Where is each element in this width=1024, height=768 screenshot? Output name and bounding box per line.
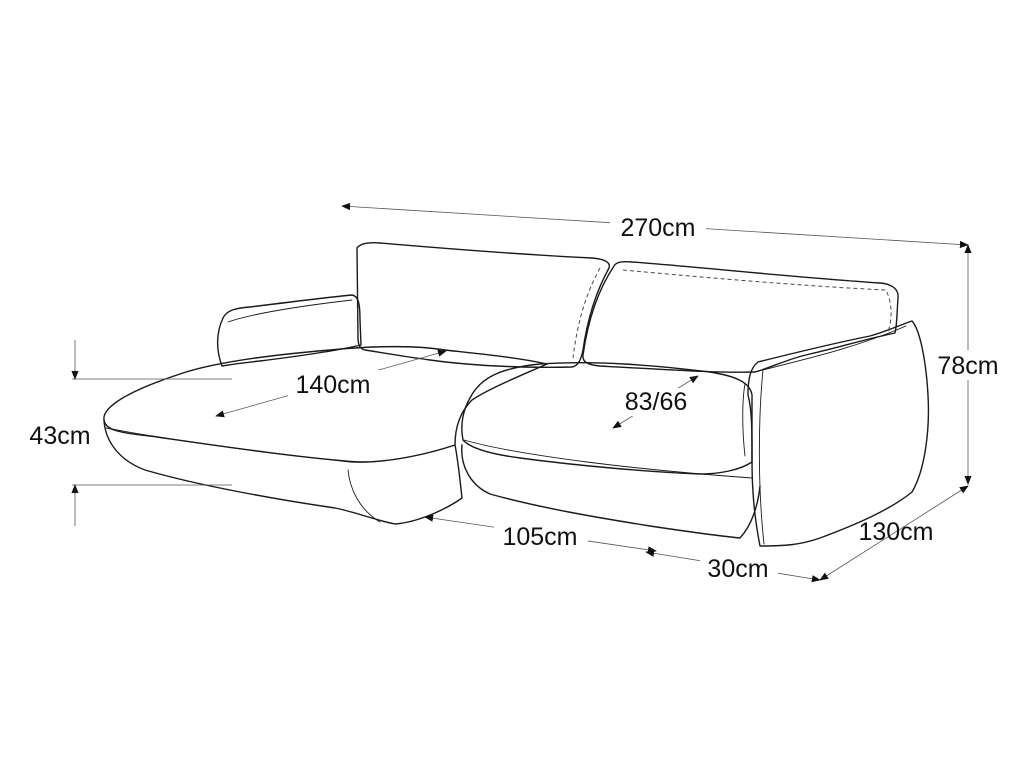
chaise-backrest-piping — [227, 299, 353, 323]
back-cushion-right — [582, 260, 899, 373]
sofa-outline — [103, 242, 930, 547]
label-chaise-width: 105cm — [502, 523, 577, 551]
label-seat-depth: 83/66 — [625, 388, 688, 416]
label-seat-height: 43cm — [29, 422, 90, 450]
main-seat-piping — [463, 439, 753, 479]
back-cushion-left-seam — [572, 267, 601, 359]
label-overall-width: 270cm — [620, 214, 695, 242]
back-cushion-right-seam — [622, 269, 892, 333]
label-chaise-length: 140cm — [295, 371, 370, 399]
chaise-backrest — [216, 294, 362, 367]
chaise-base — [103, 419, 463, 525]
chaise-corner — [347, 469, 381, 523]
label-height: 78cm — [937, 352, 998, 380]
back-cushion-left — [356, 242, 611, 369]
right-armrest-piping — [762, 325, 907, 371]
label-depth: 130cm — [858, 518, 933, 546]
dim-line-depth — [819, 485, 969, 581]
chaise-seat-top — [103, 345, 548, 463]
right-armrest-front-edge — [742, 383, 746, 457]
chaise-piping — [105, 427, 456, 463]
main-seat-top — [461, 362, 753, 475]
dimension-labels: 270cm 78cm 43cm 140cm 83/66 105cm 30cm 1… — [29, 212, 1006, 583]
right-armrest — [747, 320, 930, 547]
right-armrest-inner-edge — [758, 369, 765, 545]
label-armrest-width: 30cm — [707, 555, 768, 583]
